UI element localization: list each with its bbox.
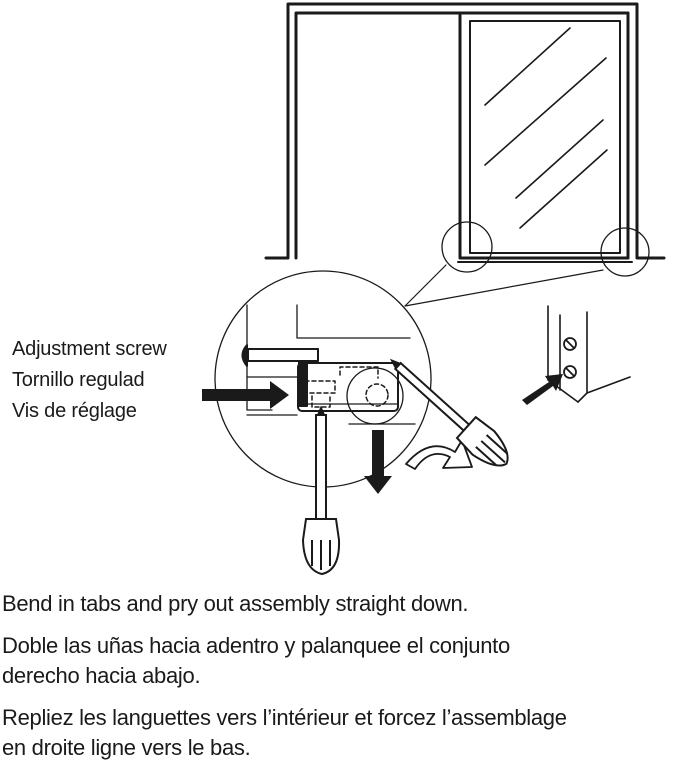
- roller-detail-circle-left: [441, 221, 493, 273]
- callout-label-french: Vis de réglage: [12, 400, 137, 422]
- magnifier-leader-lines: [404, 264, 604, 307]
- roller-wheel: [346, 367, 404, 425]
- roller-detail-circle-right: [600, 227, 650, 277]
- door-frame: [264, 2, 666, 260]
- right-arrow-icon: [202, 381, 289, 409]
- rotate-arrow-icon: [405, 439, 473, 470]
- adjustment-screw-callout: Adjustment screw Tornillo regulad Vis de…: [12, 334, 167, 427]
- screw-icon: [241, 344, 319, 367]
- screwdriver-icon: [301, 405, 341, 576]
- jamb-screw-icon: [563, 337, 577, 379]
- instruction-english: Bend in tabs and pry out assembly straig…: [2, 591, 469, 616]
- jamb-arrow-icon: [522, 374, 563, 405]
- door-jamb-detail: [547, 305, 631, 403]
- instruction-spanish: Doble las uñas hacia adentro y palanquee…: [2, 633, 510, 688]
- down-arrow-icon: [364, 430, 392, 494]
- callout-label-english: Adjustment screw: [12, 338, 167, 360]
- door-roller-diagram: [202, 2, 666, 576]
- glass-reflection: [484, 27, 608, 229]
- callout-label-spanish: Tornillo regulad: [12, 369, 145, 391]
- roller-hidden-lines: [304, 366, 389, 408]
- magnified-frame-lines: [246, 304, 416, 425]
- angled-screwdriver-icon: [389, 358, 509, 467]
- instruction-french: Repliez les languettes vers l’intérieur …: [2, 705, 567, 760]
- instructions: Bend in tabs and pry out assembly straig…: [2, 589, 678, 775]
